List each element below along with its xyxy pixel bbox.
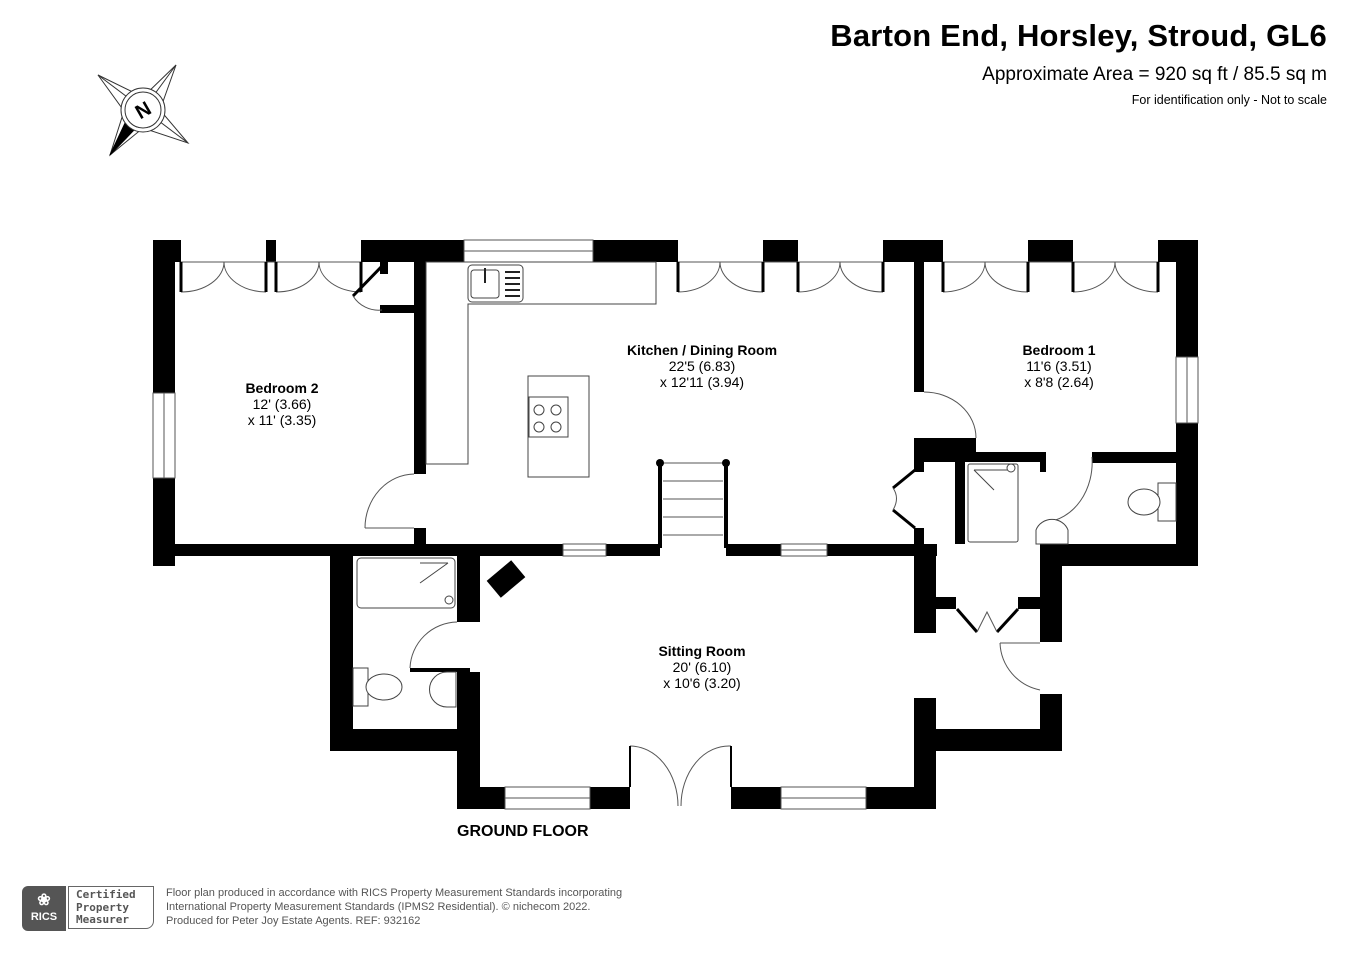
room-dimension: 20' (6.10) [672, 659, 732, 675]
bath-icon [356, 557, 456, 609]
room-dimension: x 10'6 (3.20) [663, 675, 741, 691]
room-dimension: 22'5 (6.83) [668, 358, 736, 374]
basin-icon [1035, 518, 1069, 545]
fixtures [352, 261, 1177, 708]
room-name: Kitchen / Dining Room [626, 342, 778, 358]
shower-tray-icon [967, 463, 1019, 543]
rics-lion-icon: ❀ [37, 892, 51, 909]
room-dimension: x 8'8 (2.64) [1024, 374, 1094, 390]
room-dimension: 11'6 (3.51) [1026, 358, 1092, 374]
room-bedroom-1: Bedroom 1 11'6 (3.51) x 8'8 (2.64) [1022, 342, 1095, 390]
staircase [660, 462, 726, 536]
rics-badge: ❀ RICS Certified Property Measurer [22, 886, 156, 931]
footer-disclaimer: Floor plan produced in accordance with R… [166, 887, 623, 927]
compass-north-icon: N [97, 64, 190, 157]
room-dimension: x 11' (3.35) [247, 412, 317, 428]
doors [179, 261, 1160, 807]
room-bedroom-2: Bedroom 2 12' (3.66) x 11' (3.35) [245, 380, 318, 428]
rics-logo: ❀ RICS [22, 886, 66, 931]
room-dimension: x 12'11 (3.94) [659, 374, 745, 390]
toilet-icon [1127, 488, 1161, 516]
room-name: Bedroom 1 [1022, 342, 1096, 358]
approximate-area: Approximate Area = 920 sq ft / 85.5 sq m [982, 64, 1327, 85]
certified-measurer-label: Certified Property Measurer [68, 886, 154, 929]
room-sitting-room: Sitting Room 20' (6.10) x 10'6 (3.20) [658, 643, 745, 691]
room-dimension: 12' (3.66) [252, 396, 312, 412]
windows [152, 239, 1199, 810]
room-kitchen-dining: Kitchen / Dining Room 22'5 (6.83) x 12'1… [627, 342, 777, 390]
page-title: Barton End, Horsley, Stroud, GL6 [830, 18, 1327, 53]
walls [153, 240, 1198, 809]
floor-label: GROUND FLOOR [457, 823, 589, 840]
scale-note: For identification only - Not to scale [1131, 93, 1327, 107]
hob-icon [528, 396, 569, 438]
room-name: Bedroom 2 [245, 380, 319, 396]
room-name: Sitting Room [658, 643, 746, 659]
